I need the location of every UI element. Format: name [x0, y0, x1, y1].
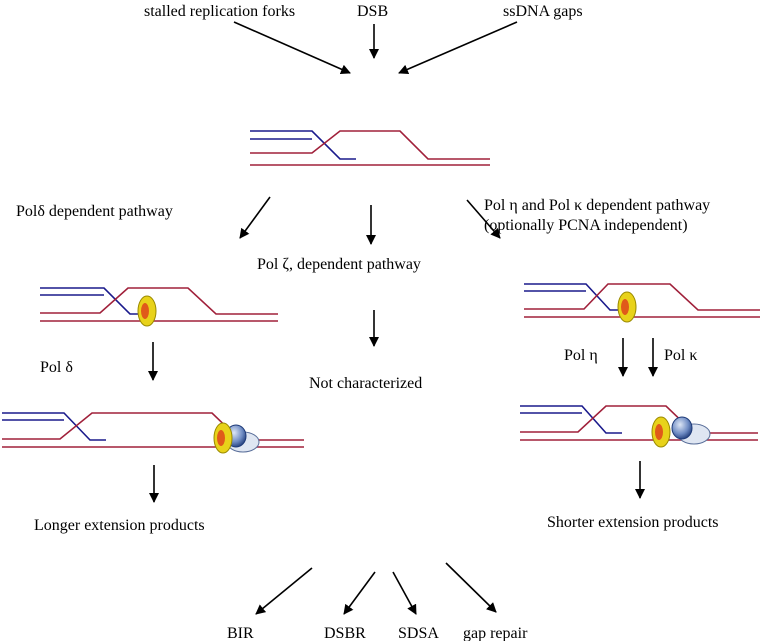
central-template-top	[250, 130, 490, 160]
arrow-to-gap-repair	[445, 562, 497, 613]
left-template-top	[40, 287, 278, 315]
pathway-arrows	[239, 196, 501, 245]
polymerase-complex-right	[651, 416, 711, 448]
label-pol-kappa-step: Pol κ	[664, 347, 697, 364]
right-ext-template-top	[520, 405, 758, 434]
label-pol-delta-step: Pol δ	[40, 359, 73, 376]
outcome-arrows	[255, 562, 497, 615]
label-pol-delta-pathway: Polδ dependent pathway	[16, 203, 173, 220]
right-invading-strand-a	[524, 283, 618, 311]
polymerase-right	[671, 416, 693, 440]
left-invading-strand-a	[40, 287, 140, 315]
input-arrows	[233, 21, 518, 75]
arrow-ssdna-gaps	[398, 21, 518, 75]
label-outcome-dsbr: DSBR	[324, 625, 366, 641]
central-invading-strand-a	[250, 130, 356, 160]
arrow-to-pol-delta	[239, 196, 271, 239]
right-template-top	[524, 283, 760, 311]
label-pol-eta-kappa-pathway-line1: Pol η and Pol κ dependent pathway	[484, 197, 710, 214]
label-outcome-sdsa: SDSA	[398, 625, 439, 641]
label-outcome-gap-repair: gap repair	[463, 625, 528, 641]
label-outcome-bir: BIR	[227, 625, 254, 641]
label-pol-eta-step: Pol η	[564, 347, 598, 364]
left-ext-template-top	[2, 412, 304, 441]
pcna-core-left-ext	[217, 430, 225, 446]
left-intermediate	[40, 287, 278, 322]
label-pol-zeta-pathway: Pol ζ, dependent pathway	[257, 256, 421, 273]
label-stalled-forks: stalled replication forks	[144, 3, 295, 20]
right-ext-invading-strand-a	[520, 405, 622, 434]
polymerase-complex-left	[213, 422, 260, 454]
pcna-core-right-ext	[655, 424, 663, 440]
left-ext-invading-strand-a	[2, 412, 106, 441]
arrow-to-pol-eta-kappa	[466, 199, 501, 239]
right-intermediate	[524, 283, 760, 318]
label-dsb: DSB	[357, 3, 388, 20]
label-shorter-products: Shorter extension products	[547, 514, 719, 531]
right-extended-structure	[520, 405, 758, 441]
label-not-characterized: Not characterized	[309, 375, 422, 392]
label-longer-products: Longer extension products	[34, 517, 205, 534]
arrow-stalled-forks	[233, 21, 351, 74]
label-pol-eta-kappa-pathway-line2: (optionally PCNA independent)	[484, 217, 688, 234]
arrow-to-bir	[255, 567, 313, 615]
pcna-clamp-right	[617, 291, 637, 323]
arrow-to-sdsa	[392, 571, 417, 615]
label-ssdna-gaps: ssDNA gaps	[503, 3, 583, 20]
pcna-clamp-left	[137, 295, 157, 327]
central-dloop	[250, 130, 490, 166]
arrow-to-dsbr	[343, 571, 376, 615]
